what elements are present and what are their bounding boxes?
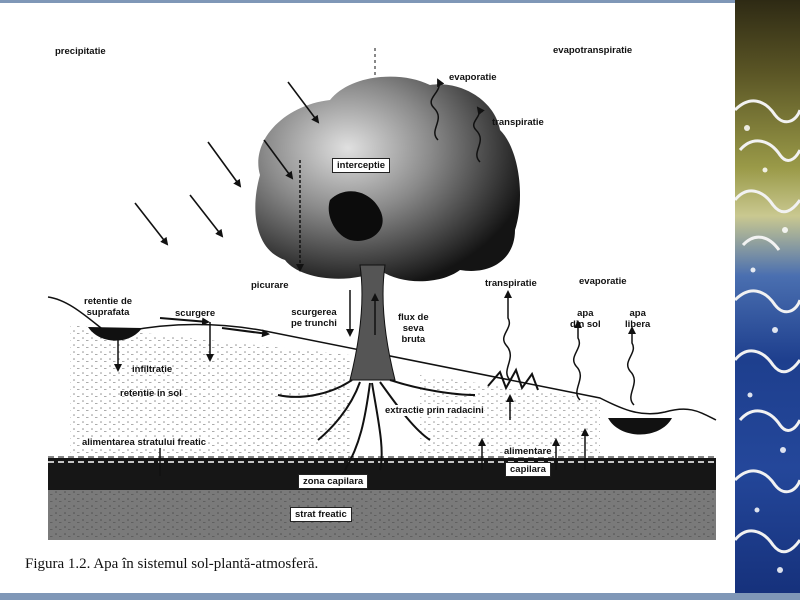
wave-pattern	[735, 99, 800, 573]
surface-puddle-left	[88, 327, 142, 341]
label-capilara: capilara	[505, 462, 551, 477]
ground-surface-line	[47, 296, 717, 421]
label-extractie: extractie prin radacini	[385, 405, 484, 416]
label-transpiratie-top: transpiratie	[492, 117, 544, 128]
top-frame-bar	[0, 0, 800, 3]
decorative-wave-panel	[735, 0, 800, 600]
label-transpiratie-right: transpiratie	[485, 278, 537, 289]
bottom-frame-bar	[0, 593, 800, 600]
label-evapotranspiratie: evapotranspiratie	[553, 45, 633, 56]
label-apa-din-sol: apa din sol	[570, 308, 601, 330]
label-precipitatie: precipitatie	[55, 46, 106, 57]
label-infiltratie: infiltratie	[132, 364, 173, 375]
label-scurgerea-trunchi: scurgerea pe trunchi	[291, 307, 337, 329]
label-apa-libera: apa libera	[625, 308, 651, 330]
soil-plant-atmosphere-figure: precipitatie evapotranspiratie evaporati…	[25, 45, 717, 572]
precipitation-arrows	[134, 81, 320, 246]
label-picurare: picurare	[251, 280, 289, 291]
label-scurgere: scurgere	[175, 308, 216, 319]
label-retentie-sol: retentie in sol	[120, 388, 182, 399]
label-evaporatie-right: evaporatie	[579, 276, 627, 287]
tree-canopy	[255, 76, 520, 282]
label-interceptie: interceptie	[332, 158, 391, 173]
figure-caption: Figura 1.2. Apa în sistemul sol-plantă-a…	[25, 556, 319, 572]
label-strat-freatic: strat freatic	[290, 507, 352, 522]
label-alimentarea-freatic: alimentarea stratului freatic	[82, 437, 207, 448]
label-flux-seva: flux de seva bruta	[398, 312, 429, 345]
diagram-drawing	[47, 48, 717, 540]
label-zona-capilara: zona capilara	[298, 474, 369, 489]
small-plant	[487, 367, 539, 391]
tree-trunk	[349, 264, 396, 381]
surface-puddle-right	[608, 418, 672, 435]
label-evaporatie-top: evaporatie	[449, 72, 497, 83]
label-alimentare: alimentare	[504, 446, 552, 457]
label-retentie-suprafata: retentie de suprafata	[84, 296, 133, 318]
